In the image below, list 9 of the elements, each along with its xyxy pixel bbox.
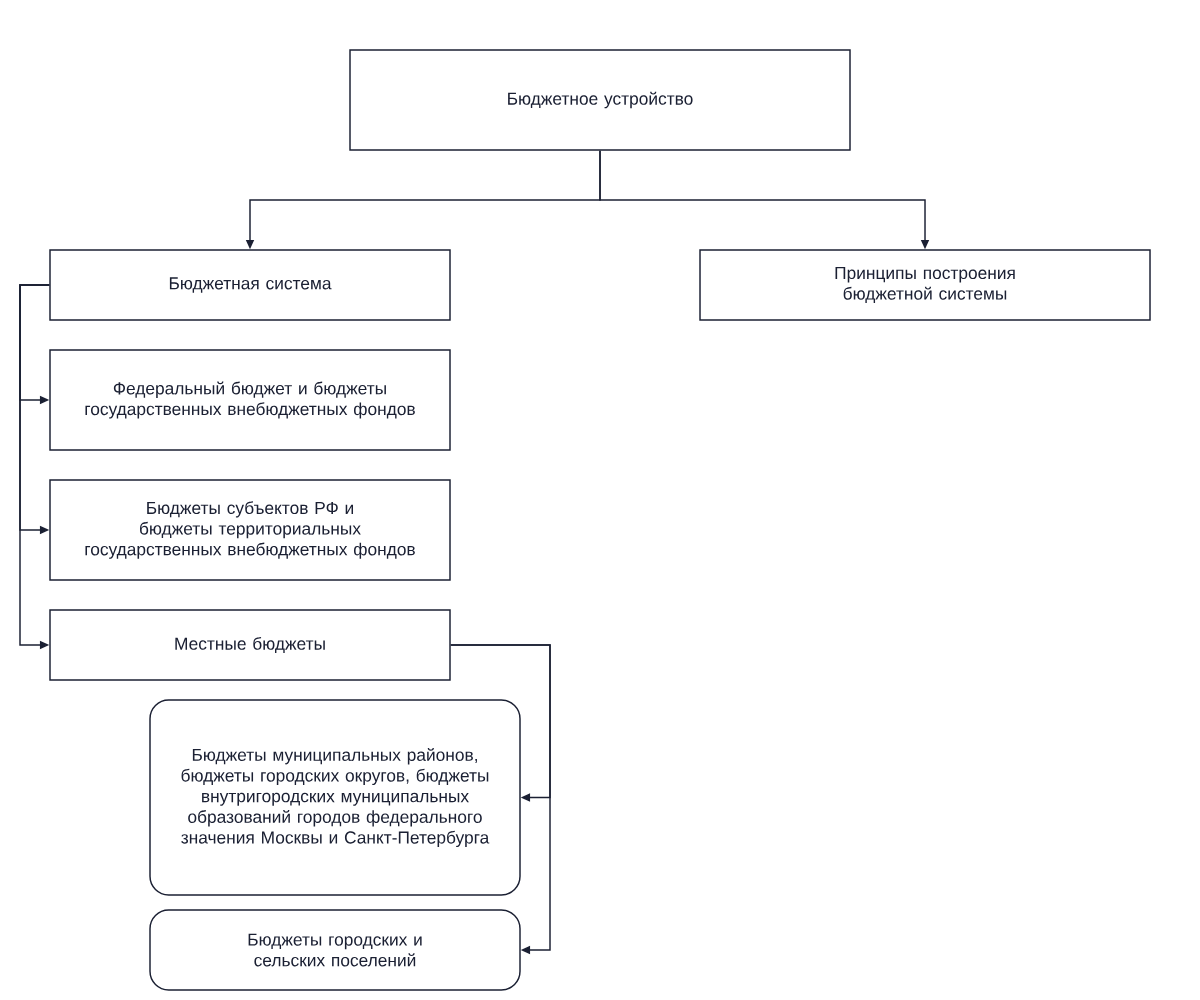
process-box: Бюджеты субъектов РФ и бюджеты территориальных государственных внебюджетных фондов — [49, 479, 451, 581]
process-box: Федеральный бюджет и бюджеты государственных внебюджетных фондов — [49, 349, 451, 451]
process-box: Местные бюджеты — [49, 609, 451, 681]
rounded-box: Бюджеты муниципальных районов, бюджеты городских округов, бюджеты внутригородских муниципальных образований городов федерального значения Москвы и Санкт-Петербурга — [149, 699, 521, 896]
process-box: Бюджетное устройство — [349, 49, 851, 151]
process-box: Бюджетная система — [49, 249, 451, 321]
rounded-box: Бюджеты городских и сельских поселений — [149, 909, 521, 991]
arrow — [450, 644, 551, 955]
process-box: Принципы построения бюджетной системы — [699, 249, 1151, 321]
